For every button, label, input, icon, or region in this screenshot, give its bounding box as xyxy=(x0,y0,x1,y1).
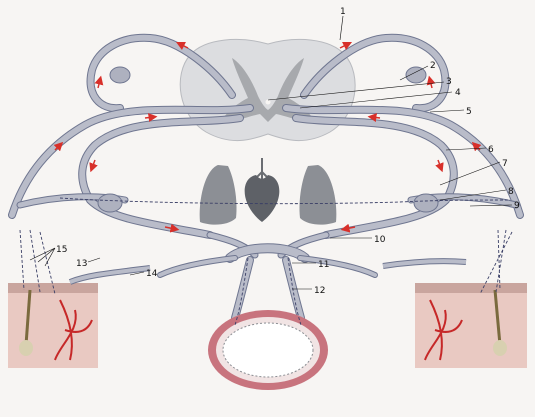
leader-lines xyxy=(29,15,513,290)
gut-cross-section xyxy=(208,310,328,390)
signal-arrows xyxy=(53,41,482,233)
label-4: 4 xyxy=(455,88,461,98)
label-6: 6 xyxy=(488,145,494,155)
label-12: 12 xyxy=(314,286,325,296)
blood-vessels xyxy=(68,258,467,285)
label-11: 11 xyxy=(318,260,329,270)
label-10: 10 xyxy=(374,235,386,245)
thoracic-organs xyxy=(199,158,337,225)
label-1: 1 xyxy=(340,7,346,17)
ganglia xyxy=(97,66,439,213)
spinal-cord xyxy=(179,39,356,142)
label-9: 9 xyxy=(514,201,520,211)
label-3: 3 xyxy=(446,77,452,87)
label-5: 5 xyxy=(466,107,472,117)
label-14: 14 xyxy=(146,269,158,279)
label-8: 8 xyxy=(508,187,514,197)
label-7: 7 xyxy=(502,159,508,169)
skin-block-left xyxy=(8,283,98,368)
skin-block-right xyxy=(415,283,527,368)
label-2: 2 xyxy=(430,61,436,71)
label-15: 15 xyxy=(56,245,67,255)
dashed-fibres xyxy=(19,197,513,326)
number-labels: 1 2 3 4 5 6 7 8 9 10 11 12 13 14 15 xyxy=(56,7,520,296)
label-13: 13 xyxy=(76,259,87,269)
